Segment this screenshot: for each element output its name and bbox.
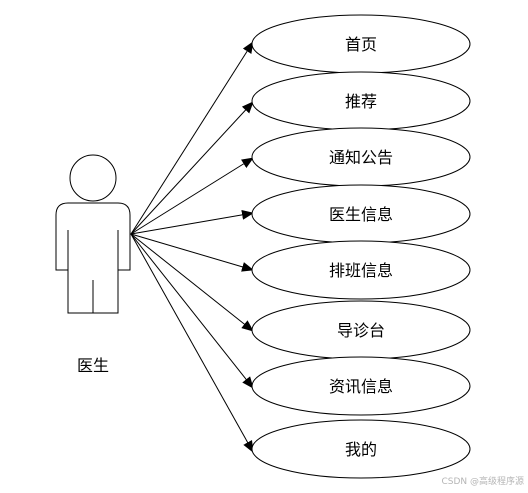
- watermark: CSDN @高级程序源: [441, 475, 524, 487]
- actor-figure: [55, 154, 131, 314]
- use-case-label: 首页: [345, 35, 377, 54]
- use-case-schedule-info[interactable]: 排班信息: [251, 240, 471, 300]
- actor-body: [55, 202, 131, 314]
- use-case-news-info[interactable]: 资讯信息: [251, 356, 471, 416]
- use-case-label: 推荐: [345, 92, 377, 111]
- actor-name: 医生: [77, 356, 109, 375]
- use-case-label: 我的: [345, 440, 377, 459]
- association-home: [130, 41, 254, 235]
- use-case-doctor-info[interactable]: 医生信息: [251, 184, 471, 244]
- association-schedule-info: [130, 233, 254, 272]
- association-mine: [130, 233, 254, 453]
- use-case-notices[interactable]: 通知公告: [251, 127, 471, 187]
- association-notices: [130, 157, 254, 235]
- use-case-label: 导诊台: [337, 321, 385, 340]
- use-case-ellipse: [251, 356, 471, 416]
- use-case-recommend[interactable]: 推荐: [251, 71, 471, 131]
- use-case-home[interactable]: 首页: [251, 14, 471, 74]
- use-case-triage-desk[interactable]: 导诊台: [251, 300, 471, 360]
- use-case-label: 通知公告: [329, 148, 393, 167]
- use-case-label: 排班信息: [329, 261, 393, 280]
- use-case-label: 医生信息: [329, 205, 393, 224]
- use-case-ellipse: [251, 419, 471, 479]
- use-case-ellipse: [251, 240, 471, 300]
- use-case-mine[interactable]: 我的: [251, 419, 471, 479]
- use-case-label: 资讯信息: [329, 377, 393, 396]
- association-recommend: [130, 101, 254, 235]
- association-news-info: [130, 233, 254, 389]
- association-triage-desk: [130, 233, 254, 332]
- association-doctor-info: [130, 209, 254, 235]
- actor-head: [69, 154, 117, 202]
